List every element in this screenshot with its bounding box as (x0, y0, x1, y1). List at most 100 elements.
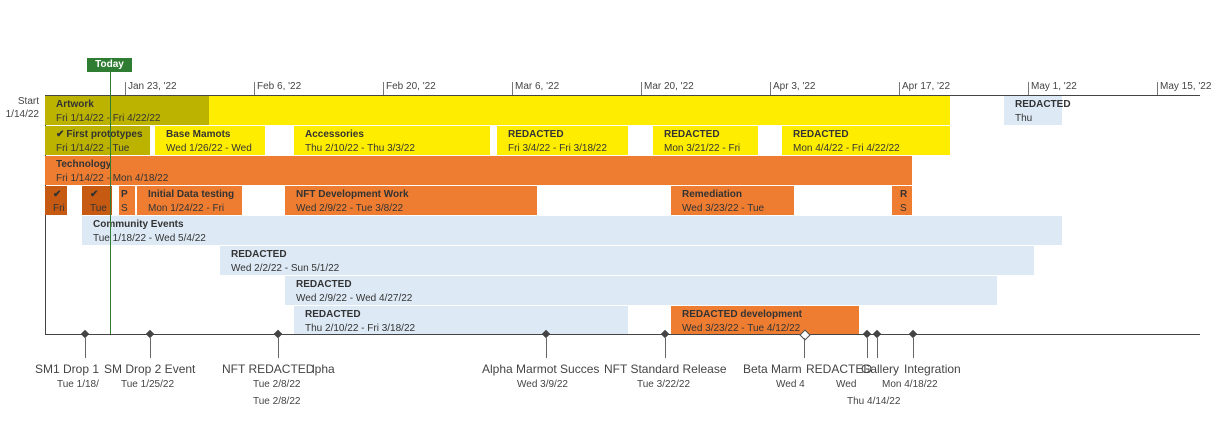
task-title: REDACTED (296, 278, 997, 292)
timescale-tick (1157, 82, 1158, 95)
milestone-date: Tue 1/18/ (57, 379, 99, 390)
task-title: REDACTED (508, 128, 628, 142)
task-title-text: REDACTED development (682, 309, 803, 320)
task-dates: Wed 3/23/22 - Tue 4/12/22 (682, 323, 801, 334)
task-title: ✔ (90, 188, 112, 202)
task-bar[interactable]: REDACTED Wed 2/9/22 - Wed 4/27/22 (285, 276, 997, 305)
task-title: REDACTED (793, 128, 950, 142)
task-title-text: Accessories (305, 129, 364, 140)
milestone-diamond-icon[interactable] (273, 329, 283, 339)
task-title-text: P (121, 189, 128, 200)
milestone-diamond-icon[interactable] (872, 329, 882, 339)
task-title: Artwork (56, 98, 209, 112)
task-title: ✔ (53, 188, 67, 202)
today-marker-label: Today (87, 58, 132, 72)
task-title: REDACTED (664, 128, 758, 142)
task-dates: Mon 3/21/22 - Fri (664, 143, 741, 154)
milestone-axis (45, 334, 1200, 335)
task-title-text: REDACTED (1015, 99, 1071, 110)
start-date: 1/14/22 (5, 109, 39, 120)
timescale-label: Mar 6, '22 (515, 81, 560, 92)
milestone-title: Gallery (861, 362, 900, 376)
milestone-diamond-icon[interactable] (908, 329, 918, 339)
task-bar[interactable]: REDACTED Thu (1004, 96, 1071, 125)
task-title: Technology (56, 158, 912, 172)
start-label: Start (17, 96, 39, 107)
task-dates: Mon 1/24/22 - Fri (148, 203, 225, 214)
milestone-stem (867, 338, 868, 358)
milestone-diamond-icon[interactable] (660, 329, 670, 339)
milestone-date: Wed 3/9/22 (517, 379, 568, 390)
task-title: REDACTED (1015, 98, 1071, 112)
milestone-title: REDACTED (806, 362, 873, 376)
task-title-text: Artwork (56, 99, 94, 110)
task-title: REDACTED (231, 248, 1034, 262)
today-marker-line (110, 72, 111, 334)
task-dates: Wed 2/9/22 - Wed 4/27/22 (296, 293, 413, 304)
task-title-text: REDACTED (231, 249, 287, 260)
task-title-text: R (900, 189, 908, 200)
task-title: ✔First prototypes (56, 128, 150, 142)
task-title: Remediation (682, 188, 794, 202)
task-title: Accessories (305, 128, 490, 142)
task-dates: Thu 2/10/22 - Thu 3/3/22 (305, 143, 415, 154)
task-title-text: REDACTED (296, 279, 352, 290)
milestone-title: lpha (312, 362, 335, 376)
milestone-stem (278, 338, 279, 358)
task-title: Initial Data testing (148, 188, 242, 202)
timescale-tick (125, 82, 126, 95)
task-title-text: First prototypes (66, 129, 143, 140)
task-dates: Wed 2/9/22 - Tue 3/8/22 (296, 203, 404, 214)
checkmark-icon: ✔ (56, 129, 65, 140)
task-dates: Thu 2/10/22 - Fri 3/18/22 (305, 323, 416, 334)
checkmark-icon: ✔ (90, 189, 99, 200)
timescale-label: Apr 3, '22 (773, 81, 816, 92)
task-bar[interactable]: ✔ Tue (82, 186, 112, 215)
task-bar[interactable]: ✔Fri (45, 186, 67, 215)
timescale-tick (1028, 82, 1029, 95)
timescale-tick (770, 82, 771, 95)
task-dates: Mon 4/4/22 - Fri 4/22/22 (793, 143, 900, 154)
timescale-label: Feb 20, '22 (386, 81, 436, 92)
task-dates: Fri 1/14/22 - Mon 4/18/22 (56, 173, 169, 184)
checkmark-icon: ✔ (53, 189, 62, 200)
task-title: Community Events (93, 218, 1062, 232)
milestone-stem (877, 338, 878, 358)
milestone-diamond-icon[interactable] (862, 329, 872, 339)
timescale-label: Jan 23, '22 (128, 81, 177, 92)
milestone-stem (665, 338, 666, 358)
task-title-text: Community Events (93, 219, 184, 230)
task-dates: Tue 1/18/22 - Wed 5/4/22 (93, 233, 206, 244)
task-dates: Thu (1015, 113, 1033, 124)
milestone-title: Alpha Marmot Succes (482, 362, 600, 376)
milestone-stem (85, 338, 86, 358)
task-dates: Tue (90, 203, 107, 214)
timescale-tick (383, 82, 384, 95)
task-title-text: Technology (56, 159, 112, 170)
timescale-tick (899, 82, 900, 95)
milestone-date: Wed 4 (776, 379, 805, 390)
milestone-title: NFT REDACTED (222, 362, 315, 376)
task-title: R (900, 188, 912, 202)
milestone-diamond-icon[interactable] (80, 329, 90, 339)
milestone-title: Beta Marm (743, 362, 802, 376)
milestone-diamond-icon[interactable] (145, 329, 155, 339)
